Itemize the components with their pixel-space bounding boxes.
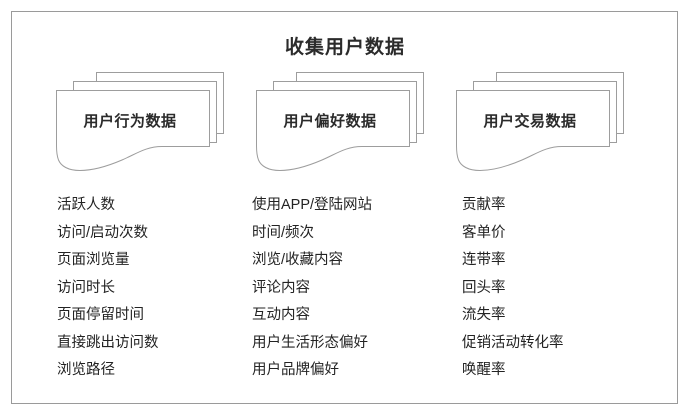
page-title: 收集用户数据 [284, 37, 405, 58]
list-item: 连带率 [462, 252, 506, 268]
card-stack: 用户偏好数据 [250, 72, 432, 176]
list-item: 互动内容 [252, 307, 310, 323]
list-item: 唤醒率 [462, 362, 506, 378]
item-list: 活跃人数 访问/启动次数 页面浏览量 访问时长 页面停留时间 直接跳出访问数 浏… [48, 192, 257, 385]
card-front[interactable]: 用户偏好数据 [250, 90, 410, 174]
list-item: 使用APP/登陆网站 [252, 197, 373, 213]
list-item: 浏览/收藏内容 [252, 252, 344, 268]
list-item: 回头率 [462, 279, 506, 296]
list-item: 促销活动转化率 [462, 334, 564, 351]
card-front[interactable]: 用户行为数据 [50, 90, 210, 174]
column-user-behavior: 用户行为数据 活跃人数 访问/启动次数 页面浏览量 访问时长 页面停留时间 直接… [48, 72, 248, 378]
list-item: 贡献率 [462, 197, 506, 213]
list-item: 访问时长 [57, 279, 115, 296]
list-item: 页面停留时间 [57, 307, 144, 323]
list-item: 直接跳出访问数 [57, 334, 159, 351]
column-user-preference: 用户偏好数据 使用APP/登陆网站 时间/频次 浏览/收藏内容 评论内容 互动内… [248, 72, 448, 378]
list-item: 评论内容 [252, 279, 310, 296]
card-title: 用户交易数据 [483, 113, 577, 130]
list-item: 页面浏览量 [57, 252, 130, 268]
card-title: 用户偏好数据 [283, 113, 377, 130]
column-user-transaction: 用户交易数据 贡献率 客单价 连带率 回头率 流失率 促销活动转化率 唤醒率 [448, 72, 648, 378]
list-item: 时间/频次 [252, 224, 315, 241]
list-item: 用户品牌偏好 [252, 362, 339, 378]
list-item: 流失率 [462, 307, 506, 323]
list-item: 用户生活形态偏好 [252, 334, 368, 351]
list-item: 访问/启动次数 [57, 224, 149, 241]
card-stack: 用户行为数据 [50, 72, 232, 176]
card-stack: 用户交易数据 [450, 72, 632, 176]
list-item: 客单价 [462, 224, 506, 241]
card-front[interactable]: 用户交易数据 [450, 90, 610, 174]
item-list: 贡献率 客单价 连带率 回头率 流失率 促销活动转化率 唤醒率 [448, 192, 662, 385]
item-list: 使用APP/登陆网站 时间/频次 浏览/收藏内容 评论内容 互动内容 用户生活形… [248, 192, 452, 385]
list-item: 浏览路径 [57, 362, 115, 378]
card-title: 用户行为数据 [83, 113, 177, 130]
list-item: 活跃人数 [57, 197, 115, 213]
